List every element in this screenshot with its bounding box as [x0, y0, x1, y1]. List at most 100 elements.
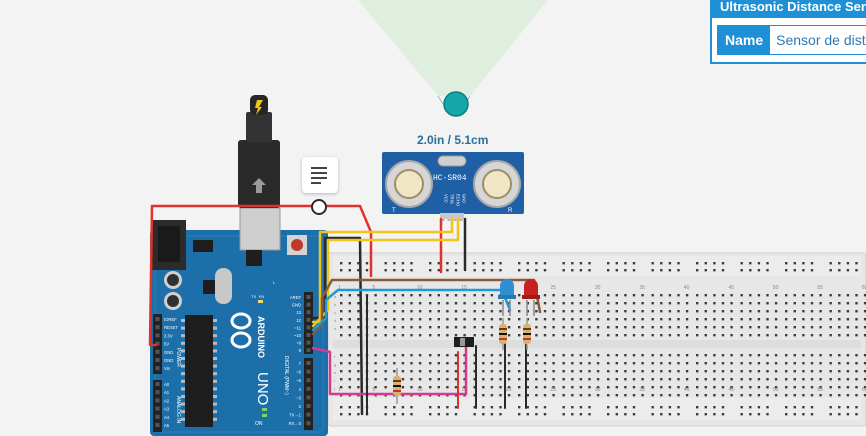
digital-header-top — [304, 292, 313, 354]
breadboard-column-number: 5 — [372, 387, 375, 393]
arduino-brand-label: ARDUINO — [256, 316, 266, 358]
analog-header-label: ANALOG IN — [175, 396, 181, 424]
arduino-pin-label: A1 — [164, 390, 170, 395]
breadboard-row-letter: f — [334, 354, 336, 359]
led-blue[interactable] — [498, 279, 516, 316]
distance-target-handle[interactable] — [437, 91, 471, 117]
breadboard-column-number: 35 — [639, 285, 645, 291]
sensor-pin-label: ECHO — [456, 194, 461, 207]
resistor-red-led[interactable] — [523, 318, 531, 350]
breadboard-column-number: 10 — [417, 387, 423, 393]
resistor-buzzer[interactable] — [393, 368, 401, 404]
breadboard-column-number: 40 — [684, 387, 690, 393]
component-inspector-panel: Ultrasonic Distance Sensor Name — [710, 0, 866, 64]
breadboard-column-number: 45 — [728, 387, 734, 393]
breadboard-column-number: 40 — [684, 285, 690, 291]
sensor-detection-cone[interactable] — [358, 0, 548, 96]
arduino-pin-label: ~6 — [296, 370, 301, 375]
arduino-pin-label: AREF — [290, 295, 302, 300]
arduino-pin-label: 2 — [299, 404, 302, 409]
arduino-pin-label: 13 — [296, 310, 301, 315]
note-anchor-handle[interactable] — [310, 198, 330, 218]
breadboard-column-number: 5 — [372, 285, 375, 291]
arduino-uno[interactable]: ARDUINO UNO ON TX RX L AREF GND 13 12 ~11 ~10… — [150, 95, 328, 436]
tx-led-label: TX — [251, 294, 256, 299]
atmega-chip — [185, 315, 213, 427]
usb-cable-plug[interactable] — [238, 140, 280, 208]
analog-header — [153, 380, 162, 432]
digital-header-label: DIGITAL (PWM~) — [283, 356, 289, 395]
sensor-pin-label: VCC — [444, 194, 449, 203]
breadboard-column-number: 15 — [461, 285, 467, 291]
l-led-label: L — [273, 280, 276, 285]
digital-header-bottom — [304, 358, 313, 430]
breadboard-column-number: 60 — [862, 285, 866, 291]
usb-plug-icon — [255, 100, 263, 115]
rx-led-label: RX — [259, 294, 265, 299]
arduino-pin-label: 4 — [299, 387, 302, 392]
breadboard-column-number: 25 — [550, 387, 556, 393]
name-input[interactable] — [770, 26, 866, 54]
note-icon — [311, 167, 327, 169]
arduino-pin-label: A4 — [164, 415, 170, 420]
sensor-crystal — [437, 155, 467, 167]
arduino-pin-label: 5V — [164, 342, 169, 347]
arduino-pin-label: A3 — [164, 407, 170, 412]
led-red[interactable] — [522, 279, 540, 316]
name-field-label: Name — [718, 26, 771, 54]
piezo-buzzer[interactable] — [454, 337, 474, 347]
arduino-pin-label: ~11 — [294, 325, 301, 330]
breadboard[interactable]: 1155101015152020252530303535404045455050… — [327, 252, 866, 427]
svg-text:R: R — [508, 208, 513, 214]
arduino-pin-label: GND — [164, 358, 173, 363]
note-button[interactable] — [302, 157, 338, 193]
arduino-pin-label: TX→1 — [289, 413, 302, 418]
name-field-row: Name — [717, 25, 866, 55]
sensor-pin-label: TRIG — [450, 194, 455, 204]
breadboard-column-number: 35 — [639, 387, 645, 393]
sensor-model-label: HC-SR04 — [433, 174, 467, 183]
arduino-pin-label: ~9 — [296, 341, 301, 346]
power-header-label: POWER — [175, 348, 181, 367]
breadboard-column-number: 15 — [461, 387, 467, 393]
arduino-pin-label: ~3 — [296, 395, 301, 400]
breadboard-row-letter: a — [334, 294, 337, 299]
arduino-pin-label: GND — [164, 350, 173, 355]
arduino-pin-label: 12 — [296, 318, 301, 323]
on-led-label: ON — [255, 421, 263, 427]
wire-black-led-gnd — [504, 343, 527, 409]
arduino-pin-label: A5 — [164, 423, 170, 428]
breadboard-row-letter: j — [333, 386, 335, 391]
arduino-model-label: UNO — [254, 372, 271, 405]
breadboard-column-number: 1 — [338, 387, 341, 393]
breadboard-column-number: 1 — [338, 285, 341, 291]
breadboard-row-letter: h — [334, 370, 336, 375]
breadboard-row-letter: g — [334, 362, 336, 367]
arduino-pin-label: A0 — [164, 382, 170, 387]
arduino-pin-label: ~5 — [296, 378, 301, 383]
usb-port — [239, 207, 281, 251]
breadboard-column-number: 30 — [595, 285, 601, 291]
arduino-pin-label: ~10 — [294, 333, 302, 338]
svg-text:T: T — [392, 208, 396, 214]
arduino-pin-label: 3.3V — [164, 333, 173, 338]
arduino-pin-label: 8 — [299, 348, 302, 353]
arduino-pin-label: RX←0 — [289, 421, 302, 426]
arduino-logo — [230, 312, 252, 349]
breadboard-row-letter: c — [334, 310, 336, 315]
arduino-pin-label: RESET — [164, 325, 178, 330]
breadboard-row-letter: i — [334, 378, 335, 383]
breadboard-column-number: 60 — [862, 387, 866, 393]
arduino-pin-label: 7 — [299, 361, 302, 366]
arduino-pin-label: IOREF — [164, 317, 177, 322]
breadboard-row-letter: e — [334, 326, 337, 331]
sensor-pin-label: GND — [462, 194, 467, 203]
resistor-blue-led[interactable] — [499, 318, 507, 350]
breadboard-column-number: 55 — [817, 387, 823, 393]
breadboard-column-number: 25 — [550, 285, 556, 291]
arduino-pin-label: GND — [292, 303, 301, 308]
breadboard-column-number: 20 — [506, 387, 512, 393]
